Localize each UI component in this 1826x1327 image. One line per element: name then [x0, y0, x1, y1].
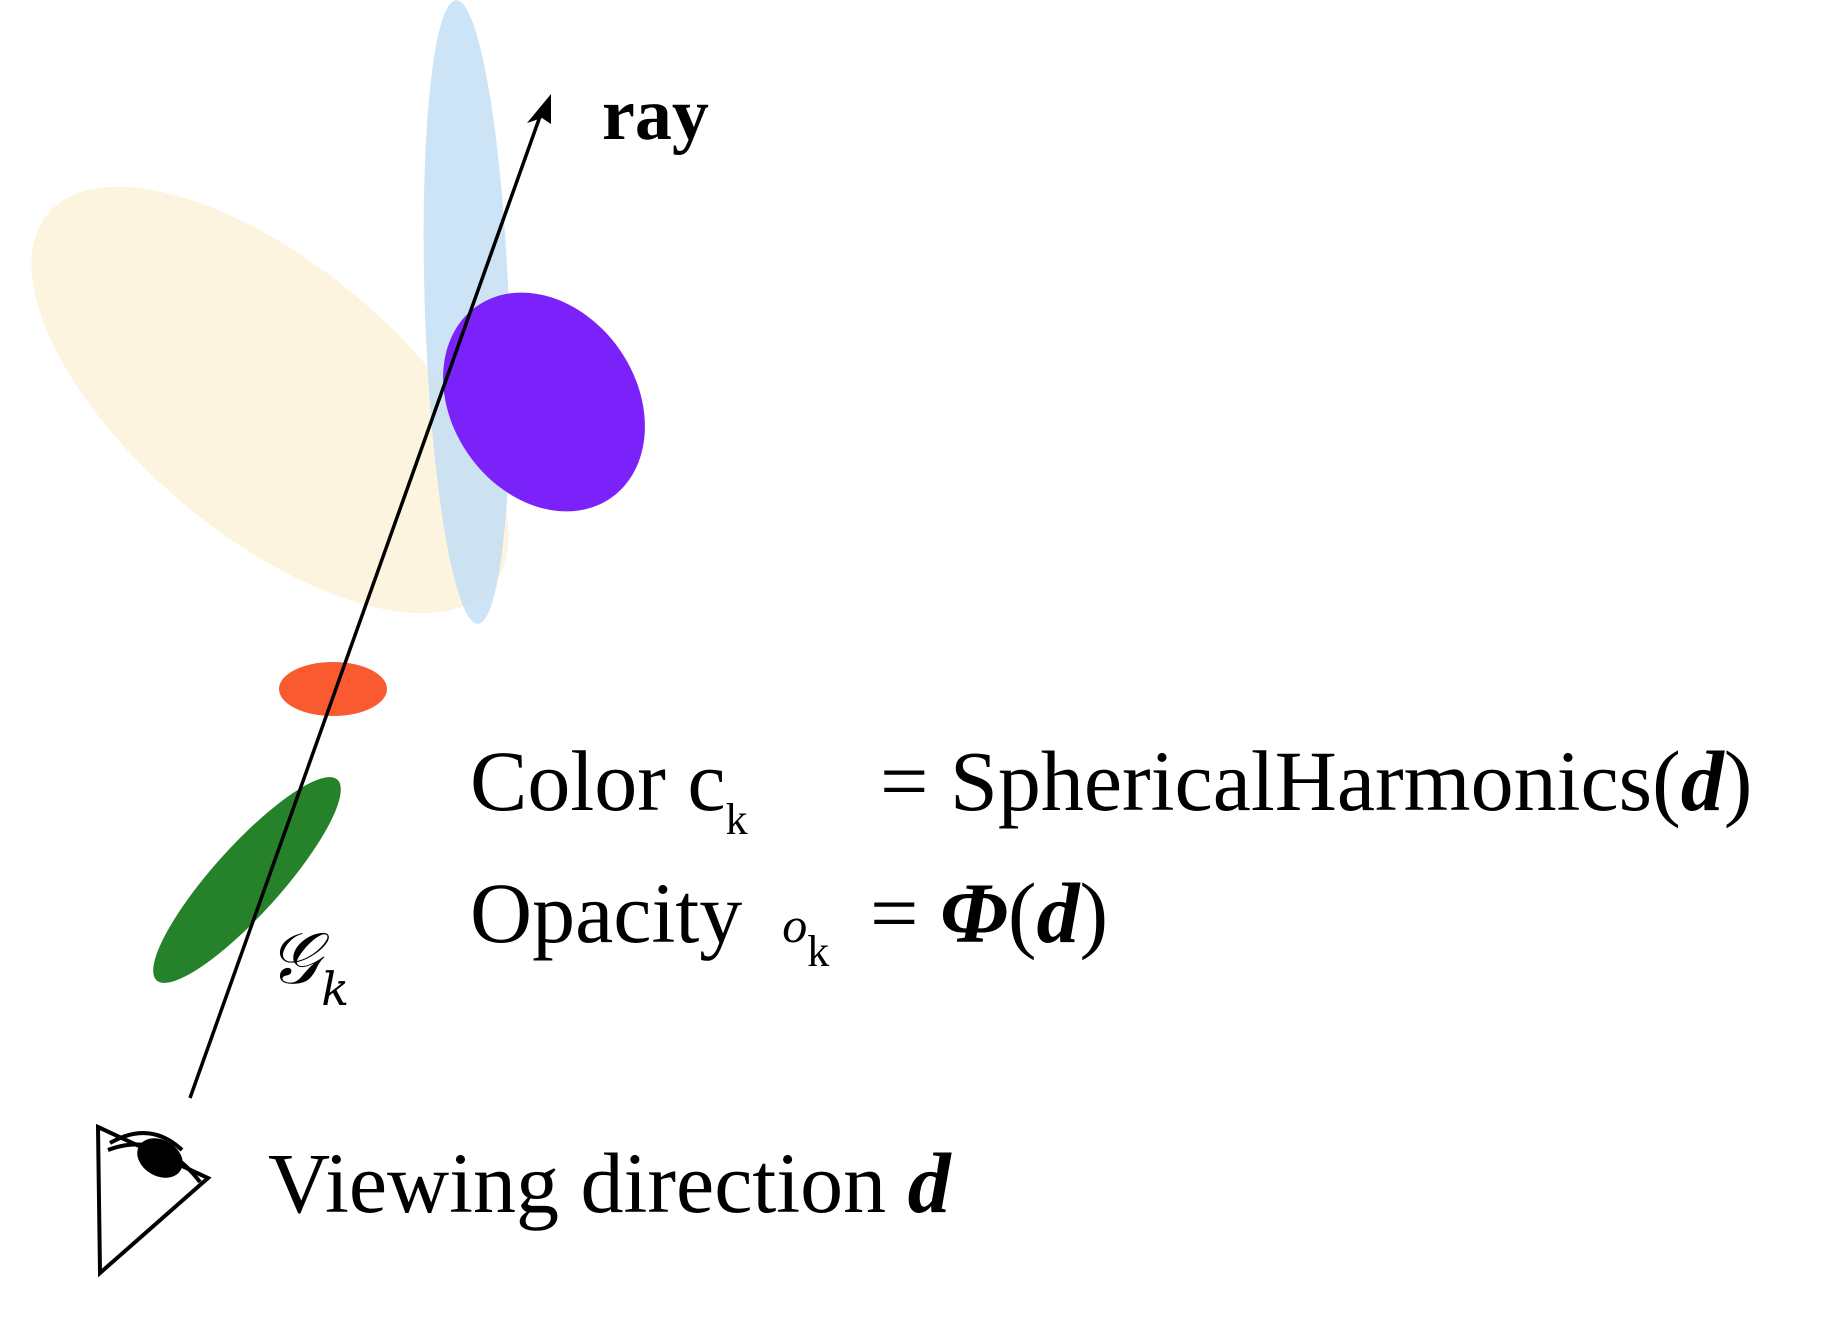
opacity-symbol: o — [782, 897, 808, 953]
red-gaussian-ellipse — [279, 662, 387, 716]
eye-icon — [95, 1123, 212, 1278]
opacity-label: Opacity — [470, 865, 743, 961]
opacity-direction-var: d — [1036, 865, 1080, 961]
purple-gaussian-ellipse — [443, 292, 645, 512]
opacity-phi: Φ — [940, 865, 1008, 961]
ray-line — [188, 107, 545, 1099]
viewing-direction-var: d — [907, 1135, 951, 1231]
color-subscript: k — [725, 795, 748, 844]
opacity-open-paren: ( — [1007, 865, 1037, 961]
ray-label: ray — [602, 74, 709, 156]
color-formula: Color ck = SphericalHarmonics(d) — [470, 738, 1752, 842]
color-close-paren: ) — [1723, 733, 1753, 829]
gaussian-symbol: 𝒢 — [268, 916, 320, 1000]
opacity-equals: = — [870, 865, 941, 961]
color-label: Color c — [470, 733, 726, 829]
color-equation: = SphericalHarmonics(d) — [880, 738, 1752, 824]
opacity-close-paren: ) — [1079, 865, 1109, 961]
viewing-direction-label: Viewing direction d — [268, 1140, 951, 1226]
color-direction-var: d — [1680, 733, 1724, 829]
arrow-head-icon — [527, 94, 551, 124]
gaussian-subscript: k — [321, 962, 350, 1016]
beige-gaussian-ellipse — [31, 186, 509, 614]
color-equation-text: = SphericalHarmonics( — [880, 733, 1681, 829]
viewing-text: Viewing direction — [268, 1135, 908, 1231]
opacity-equation: = Φ(d) — [870, 870, 1108, 956]
gaussian-label: 𝒢k — [268, 922, 349, 1012]
opacity-subscript: k — [807, 927, 830, 976]
green-gaussian-ellipse — [153, 777, 341, 983]
